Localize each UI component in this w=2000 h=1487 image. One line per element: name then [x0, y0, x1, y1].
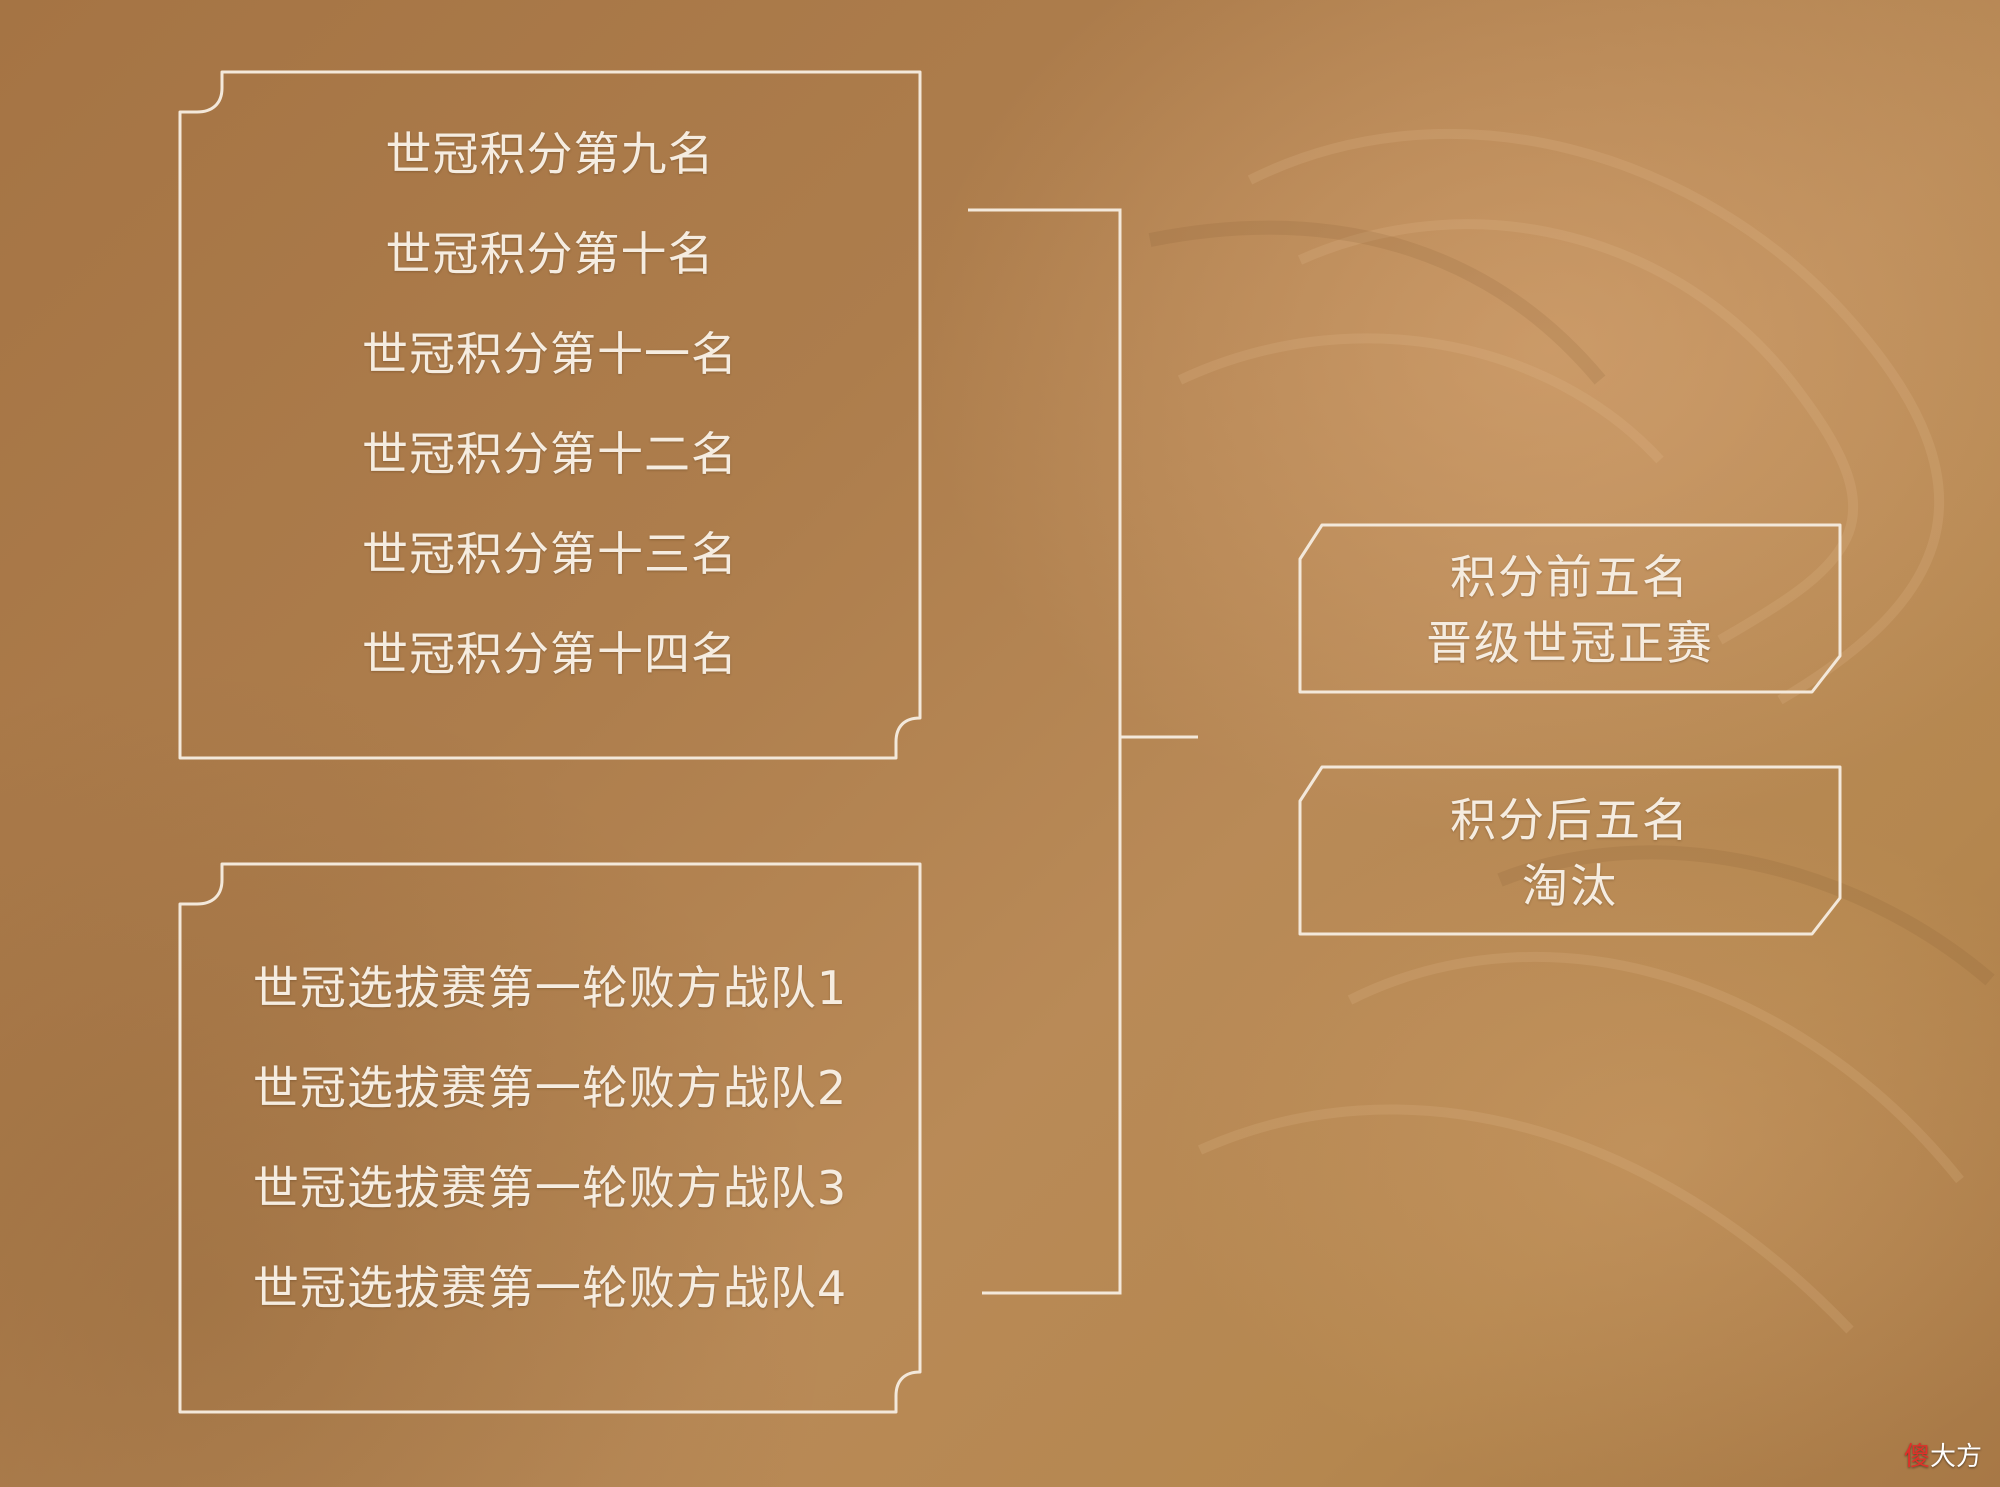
- group-a-list: 世冠积分第九名 世冠积分第十名 世冠积分第十一名 世冠积分第十二名 世冠积分第十…: [180, 128, 920, 680]
- group-a-item: 世冠积分第九名: [385, 127, 715, 181]
- group-b-item: 世冠选拔赛第一轮败方战队1: [252, 961, 848, 1015]
- result-top-frame: [1298, 523, 1842, 694]
- group-b-list: 世冠选拔赛第一轮败方战队1 世冠选拔赛第一轮败方战队2 世冠选拔赛第一轮败方战队…: [180, 962, 920, 1314]
- group-b-item: 世冠选拔赛第一轮败方战队3: [252, 1161, 848, 1215]
- group-a-item: 世冠积分第十一名: [362, 327, 738, 381]
- watermark-char: 傻: [1903, 1442, 1930, 1472]
- outcome-eliminate-line1: 积分后五名: [1450, 793, 1690, 847]
- group-b-item: 世冠选拔赛第一轮败方战队2: [252, 1061, 848, 1115]
- group-a-item: 世冠积分第十名: [385, 227, 715, 281]
- outcome-advance-line2: 晋级世冠正赛: [1426, 616, 1714, 670]
- group-b-frame: [178, 862, 922, 1414]
- group-a-item: 世冠积分第十四名: [362, 627, 738, 681]
- group-a-item: 世冠积分第十三名: [362, 527, 738, 581]
- group-a-frame: [178, 70, 922, 760]
- outcome-advance-line1: 积分前五名: [1450, 550, 1690, 604]
- outcome-eliminate-box: 积分后五名 淘汰: [1300, 768, 1840, 938]
- outcome-eliminate-line2: 淘汰: [1522, 859, 1618, 913]
- result-bottom-frame: [1298, 765, 1842, 936]
- outcome-advance-box: 积分前五名 晋级世冠正赛: [1300, 525, 1840, 695]
- group-b-item: 世冠选拔赛第一轮败方战队4: [252, 1261, 848, 1315]
- watermark-text: 大方: [1929, 1442, 1982, 1472]
- watermark: 傻大方: [1904, 1436, 1982, 1473]
- group-a-item: 世冠积分第十二名: [362, 427, 738, 481]
